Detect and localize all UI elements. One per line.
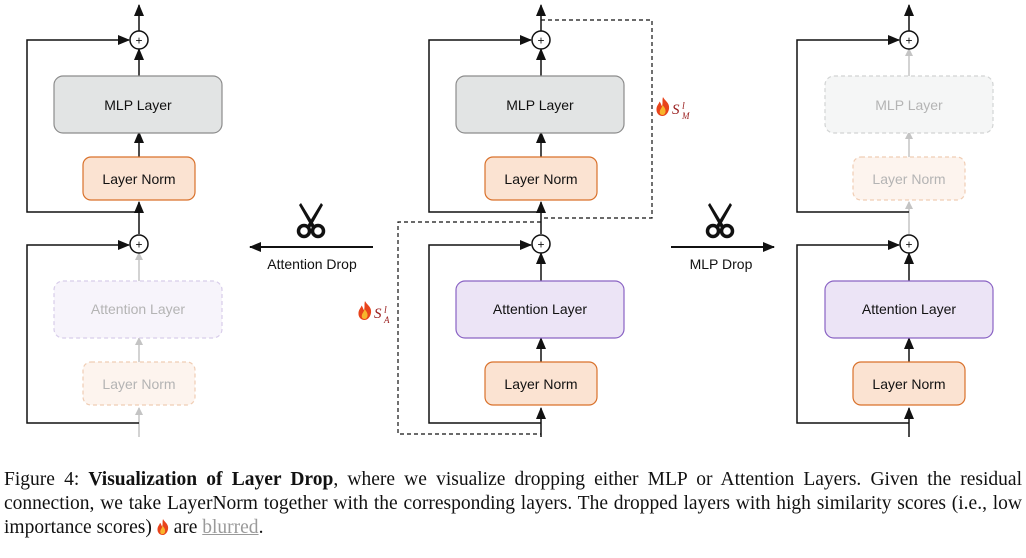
attention-layer-label: Attention Layer [862, 301, 957, 317]
attention-score-label: S l A [358, 301, 390, 325]
layer-norm-label: Layer Norm [872, 171, 945, 187]
plus-sign: + [135, 238, 142, 252]
layer-norm-label: Layer Norm [102, 171, 175, 187]
score-subscript: M [681, 111, 690, 121]
caption-body: , where we visualize dropping either MLP… [4, 469, 1023, 538]
score-superscript: l [384, 305, 387, 316]
figure-number: Figure 4: [4, 469, 80, 490]
add-node [129, 234, 149, 254]
layer-norm-label: Layer Norm [504, 171, 577, 187]
mlp-layer-label: MLP Layer [506, 97, 574, 113]
layer-norm-box-dropped [852, 156, 966, 201]
attention-layer-box [824, 280, 994, 339]
add-node [899, 30, 919, 50]
layer-drop-diagram: + + MLP Layer Layer Norm Attention Layer… [26, 4, 994, 437]
mlp-score-label: S l M [656, 97, 690, 121]
layer-norm-box [82, 156, 196, 201]
add-node [899, 234, 919, 254]
middle-panel: + + MLP Layer Layer Norm Attention Layer… [358, 4, 690, 437]
flame-icon [358, 301, 372, 320]
score-symbol: S [374, 306, 382, 322]
layer-norm-label: Layer Norm [504, 376, 577, 392]
mlp-layer-box [455, 75, 625, 134]
score-symbol: S [672, 102, 680, 118]
attention-layer-label: Attention Layer [493, 301, 588, 317]
add-node [531, 30, 551, 50]
attention-layer-label: Attention Layer [91, 301, 186, 317]
attention-drop-label: Attention Drop [267, 256, 357, 272]
layer-norm-label: Layer Norm [872, 376, 945, 392]
mlp-layer-box [53, 75, 223, 134]
score-subscript: A [383, 315, 390, 325]
mlp-drop-arrow: MLP Drop [671, 201, 775, 272]
plus-sign: + [905, 238, 912, 252]
right-panel: + + MLP Layer Layer Norm Attention Layer… [796, 4, 994, 437]
figure-caption: Figure 4: Visualization of Layer Drop, w… [4, 468, 1022, 540]
scissors-icon [705, 201, 735, 239]
add-node [129, 30, 149, 50]
add-node [531, 234, 551, 254]
blurred-word: blurred [202, 517, 259, 538]
layer-norm-box [484, 361, 598, 406]
mlp-drop-label: MLP Drop [690, 256, 753, 272]
mlp-layer-box-dropped [824, 75, 994, 134]
attention-drop-arrow: Attention Drop [249, 201, 373, 272]
layer-norm-box-dropped [82, 361, 196, 406]
layer-norm-label: Layer Norm [102, 376, 175, 392]
flame-icon [157, 519, 168, 535]
caption-title: Visualization of Layer Drop [88, 469, 334, 490]
flame-icon [656, 97, 670, 116]
plus-sign: + [135, 34, 142, 48]
mlp-layer-label: MLP Layer [875, 97, 943, 113]
caption-are: are [173, 517, 198, 538]
layer-norm-box [852, 361, 966, 406]
layer-norm-box [484, 156, 598, 201]
attention-similarity-bracket [397, 221, 541, 435]
scissors-icon [296, 201, 326, 239]
mlp-layer-label: MLP Layer [104, 97, 172, 113]
plus-sign: + [537, 238, 544, 252]
plus-sign: + [905, 34, 912, 48]
score-superscript: l [682, 101, 685, 112]
caption-end: . [258, 517, 264, 538]
mlp-similarity-bracket [541, 19, 653, 219]
left-panel: + + MLP Layer Layer Norm Attention Layer… [26, 4, 223, 437]
attention-layer-box [455, 280, 625, 339]
plus-sign: + [537, 34, 544, 48]
attention-layer-box-dropped [53, 280, 223, 339]
